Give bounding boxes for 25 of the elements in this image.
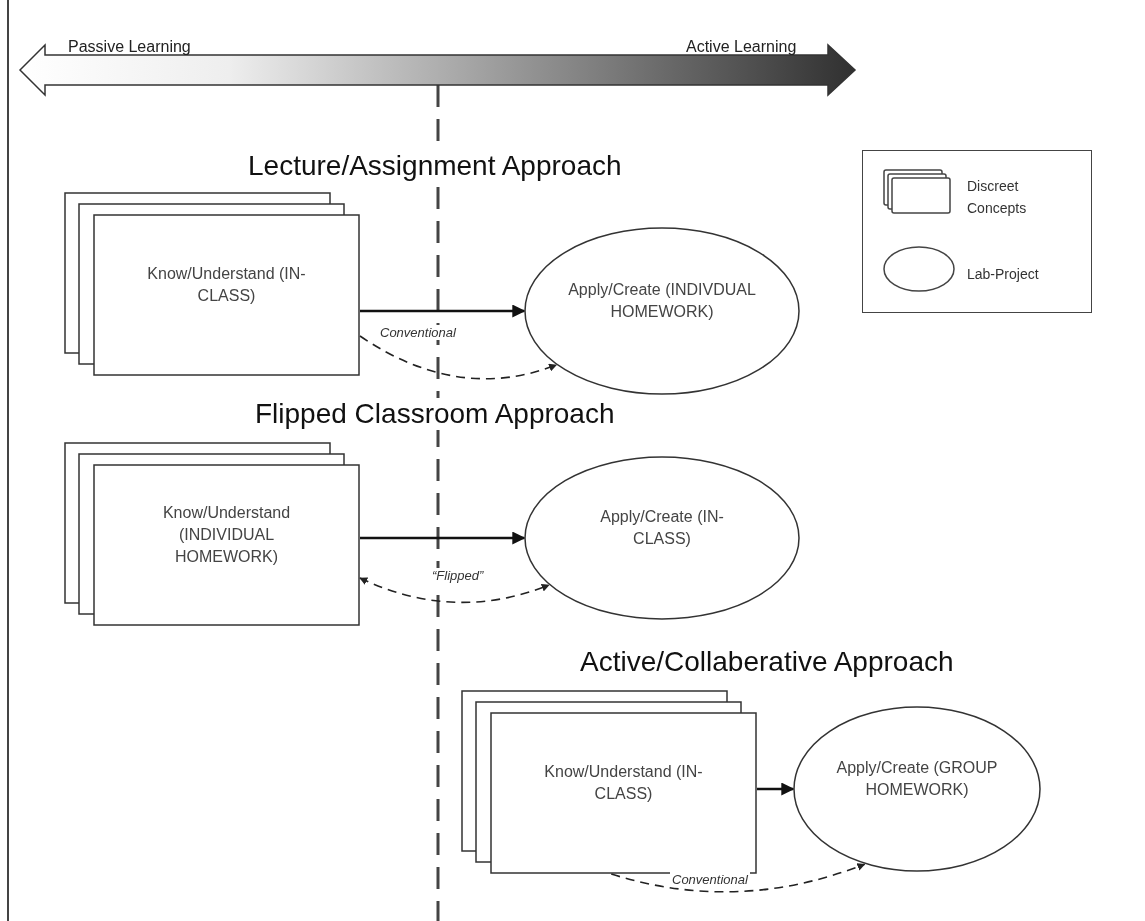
scale-label: Passive Learning: [68, 38, 191, 56]
node-text: Apply/Create (GROUP HOMEWORK): [835, 758, 999, 800]
edge-label: Conventional: [378, 325, 458, 340]
dashed-arrow: [359, 577, 550, 604]
dashed-arrow: [359, 335, 558, 380]
arrow: [360, 531, 526, 545]
edge-label: “Flipped”: [430, 568, 486, 583]
arrow: [360, 304, 526, 318]
dashed-arrow: [610, 862, 866, 893]
lab-project-ellipse: [793, 706, 1041, 872]
node-text: Know/Understand (IN-CLASS): [146, 264, 307, 306]
node-text: Know/Understand (IN-CLASS): [543, 762, 704, 804]
concept-card-stack: [64, 192, 361, 376]
concept-card-stack: [461, 690, 758, 874]
arrow: [757, 782, 795, 796]
lab-project-ellipse: [524, 227, 800, 395]
node-text: Apply/Create (INDIVDUAL HOMEWORK): [567, 280, 757, 322]
node-text: Know/Understand (INDIVIDUAL HOMEWORK): [161, 503, 292, 567]
scale-label: Active Learning: [686, 38, 797, 56]
legend-label: Discreet Concepts: [967, 177, 1028, 218]
lab-project-ellipse: [524, 456, 800, 620]
edge-label: Conventional: [670, 872, 750, 887]
node-text: Apply/Create (IN-CLASS): [599, 507, 725, 549]
legend-label: Lab-Project: [967, 265, 1040, 284]
concept-card-stack: [64, 442, 361, 626]
